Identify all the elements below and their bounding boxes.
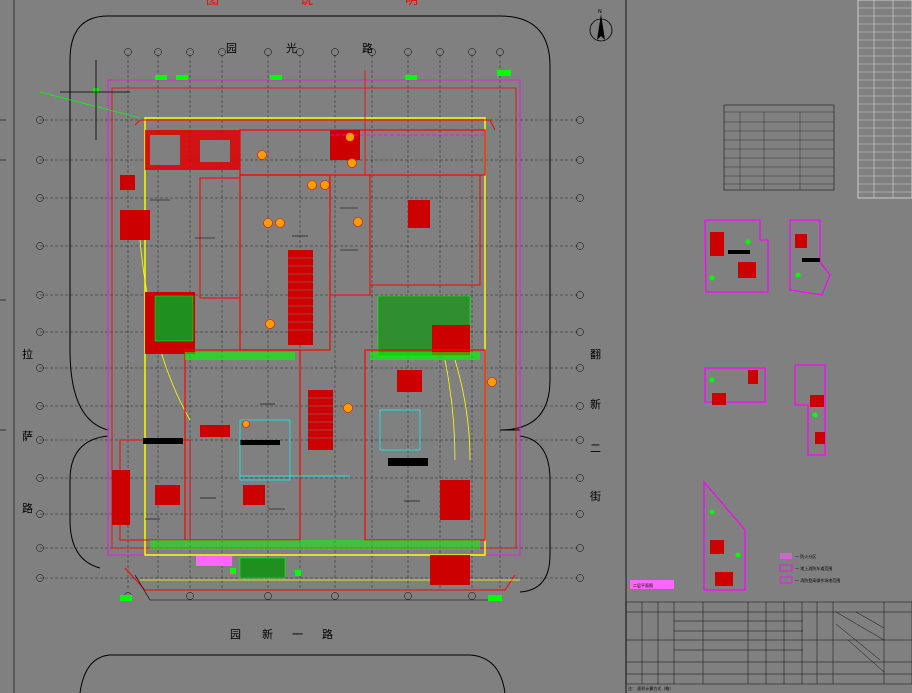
road-north-char-1: 园: [226, 42, 237, 55]
road-north-char-2: 光: [286, 41, 297, 55]
road-south-char-2: 新: [262, 627, 273, 641]
left-ruler: [0, 0, 15, 693]
crosshair-cursor: [39, 60, 141, 140]
legend: 一 防火分区 一 地上消防车道范围 一 消防登高操作场地范围: [779, 553, 840, 584]
title-fragment-3: 明: [405, 0, 418, 8]
area-table-mid: [723, 104, 835, 191]
axis-bubbles: [36, 48, 584, 600]
road-east-char-1: 翻: [590, 347, 601, 361]
road-west-char-3: 路: [22, 502, 33, 515]
title-fragment-1: 图: [206, 0, 219, 8]
title-fragment-2: 说: [300, 0, 313, 8]
compass-label: N: [598, 9, 602, 15]
key-plans: [703, 219, 831, 591]
legend-item-3: 一 消防登高操作场地范围: [795, 577, 840, 583]
road-east-char-3: 二: [590, 442, 601, 455]
plan-caption-bg: [630, 580, 674, 589]
road-west-char-1: 拉: [22, 347, 33, 361]
road-north-char-3: 路: [362, 42, 373, 55]
drawing-title: 图 说 明: [206, 0, 418, 8]
road-east-char-2: 新: [590, 397, 601, 411]
summary-table: [625, 601, 912, 685]
table-note: 注： 面积计算方式（略）: [628, 685, 673, 691]
legend-item-1: 一 防火分区: [795, 553, 816, 559]
hydrant-markers: [242, 132, 497, 428]
road-south-char-3: 一: [292, 628, 303, 641]
road-south-char-4: 路: [322, 628, 333, 641]
annotation-marks: [145, 199, 420, 520]
road-outlines: [69, 15, 551, 693]
road-names: 园 光 路 拉 萨 路 翻 新 二 街 园 新 一 路: [22, 41, 601, 641]
road-west-char-2: 萨: [22, 430, 33, 443]
compass-icon: N: [589, 9, 613, 42]
plan-caption: 二层平面图: [633, 582, 653, 588]
area-table-right: [857, 0, 912, 199]
building-main: [112, 70, 486, 585]
road-east-char-4: 街: [590, 489, 601, 503]
road-south-char-1: 园: [230, 628, 241, 641]
legend-item-2: 一 地上消防车道范围: [795, 565, 832, 571]
